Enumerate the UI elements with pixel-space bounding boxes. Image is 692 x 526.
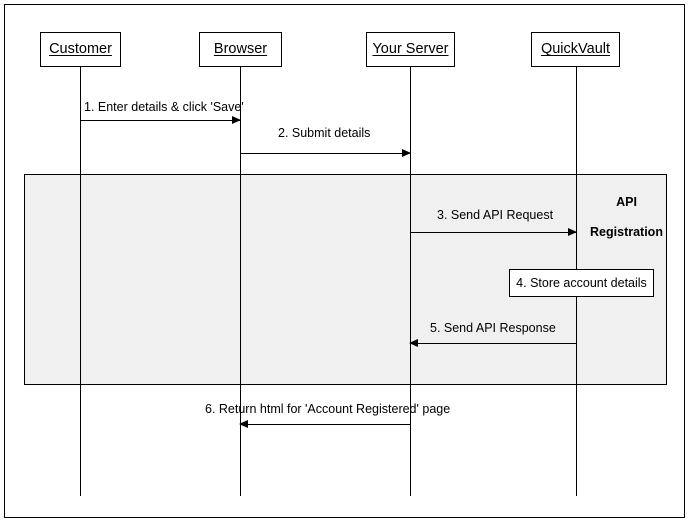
- message-line-3: [410, 232, 576, 233]
- message-line-6: [240, 424, 410, 425]
- message-line-1: [80, 120, 240, 121]
- arrowhead-right-icon: [402, 149, 411, 157]
- participant-quickvault[interactable]: QuickVault: [531, 32, 620, 67]
- note-label-4: 4. Store account details: [516, 276, 647, 290]
- message-label-2: 2. Submit details: [278, 126, 371, 140]
- participant-label-browser: Browser: [213, 41, 268, 58]
- message-label-3: 3. Send API Request: [437, 208, 554, 222]
- lifeline-segment-your-server-fragment: [410, 174, 411, 385]
- arrowhead-left-icon: [409, 339, 418, 347]
- participant-label-quickvault: QuickVault: [540, 41, 611, 58]
- participant-customer[interactable]: Customer: [40, 32, 121, 67]
- fragment-label-line-2: Registration: [590, 225, 663, 239]
- message-arrow-6: [239, 420, 410, 428]
- message-label-6: 6. Return html for 'Account Registered' …: [205, 402, 451, 416]
- arrowhead-right-icon: [232, 116, 241, 124]
- lifeline-segment-browser-fragment: [240, 174, 241, 385]
- fragment-label-line-1: API: [616, 195, 637, 209]
- participant-label-your-server: Your Server: [372, 41, 449, 58]
- message-arrow-1: [80, 116, 241, 124]
- message-label-5: 5. Send API Response: [430, 321, 556, 335]
- message-arrow-3: [410, 228, 577, 236]
- message-label-1: 1. Enter details & click 'Save': [84, 100, 244, 114]
- message-line-5: [410, 343, 576, 344]
- fragment-label: API Registration: [586, 180, 667, 240]
- lifeline-segment-customer-fragment: [80, 174, 81, 385]
- arrowhead-left-icon: [239, 420, 248, 428]
- message-arrow-2: [240, 149, 411, 157]
- participant-your-server[interactable]: Your Server: [366, 32, 455, 67]
- arrowhead-right-icon: [568, 228, 577, 236]
- participant-browser[interactable]: Browser: [199, 32, 282, 67]
- note-store-account-details[interactable]: 4. Store account details: [509, 269, 654, 297]
- participant-label-customer: Customer: [49, 41, 112, 58]
- message-line-2: [240, 153, 410, 154]
- message-arrow-5: [409, 339, 576, 347]
